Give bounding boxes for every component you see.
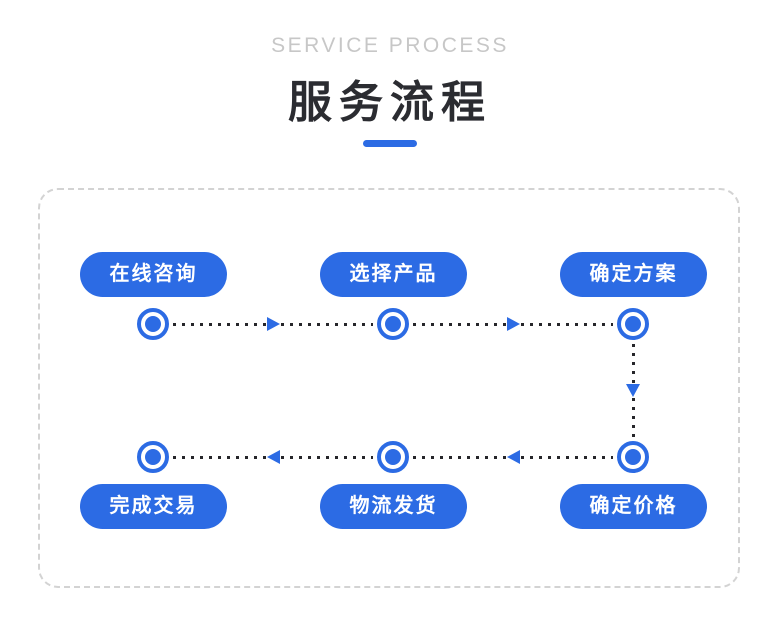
flow-node-step5 <box>377 441 409 473</box>
section-title: 服务流程 <box>288 78 492 127</box>
flow-node-step6 <box>137 441 169 473</box>
step-pill-select-product[interactable]: 选择产品 <box>320 252 467 297</box>
flow-node-dot <box>145 316 161 332</box>
flow-node-dot <box>625 449 641 465</box>
flow-node-dot <box>145 449 161 465</box>
arrow-left-icon <box>507 450 520 464</box>
flow-node-step3 <box>617 308 649 340</box>
section-subtitle: SERVICE PROCESS <box>271 34 509 57</box>
step-pill-logistics-ship[interactable]: 物流发货 <box>320 484 467 529</box>
flow-node-dot <box>385 449 401 465</box>
arrow-left-icon <box>267 450 280 464</box>
flow-node-dot <box>625 316 641 332</box>
step-pill-confirm-plan[interactable]: 确定方案 <box>560 252 707 297</box>
step-pill-confirm-price[interactable]: 确定价格 <box>560 484 707 529</box>
arrow-down-icon <box>626 384 640 397</box>
step-pill-complete-deal[interactable]: 完成交易 <box>80 484 227 529</box>
process-flow-panel: 在线咨询 选择产品 确定方案 完成交易 物流发货 确定价格 <box>38 188 740 588</box>
arrow-right-icon <box>507 317 520 331</box>
step-pill-online-consult[interactable]: 在线咨询 <box>80 252 227 297</box>
flow-node-step4 <box>617 441 649 473</box>
arrow-right-icon <box>267 317 280 331</box>
flow-node-dot <box>385 316 401 332</box>
flow-node-step2 <box>377 308 409 340</box>
title-underline-decoration <box>363 140 417 147</box>
flow-node-step1 <box>137 308 169 340</box>
